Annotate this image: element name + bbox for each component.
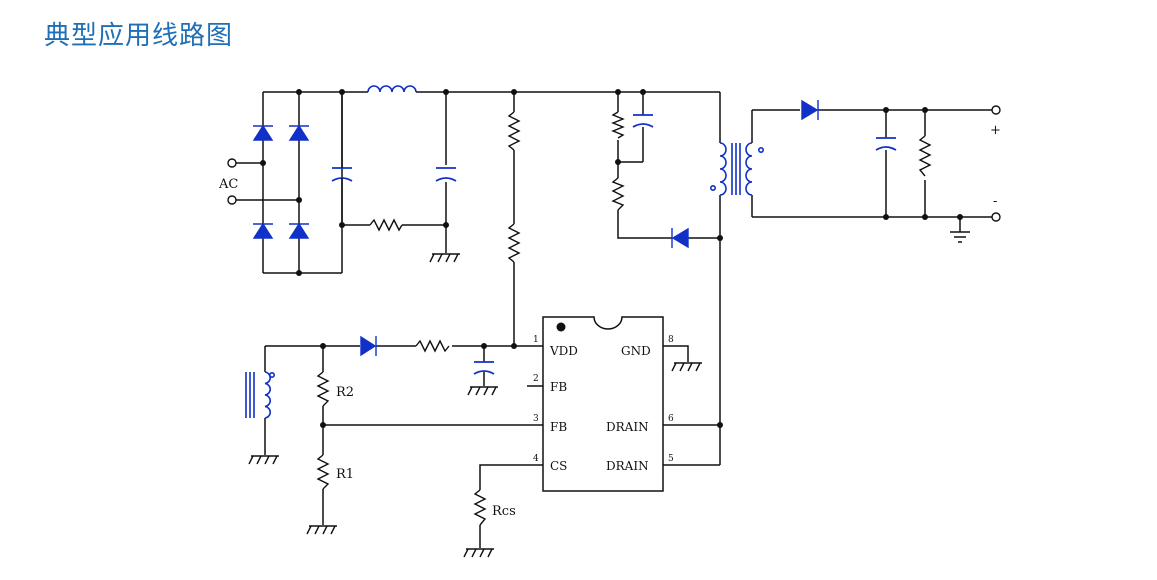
diodes xyxy=(360,99,819,357)
transformer-icon xyxy=(709,142,764,196)
junction-dots xyxy=(260,89,963,428)
pin-number: 8 xyxy=(668,335,674,345)
page-title: 典型应用线路图 xyxy=(44,21,234,51)
resistor-icon xyxy=(415,339,450,353)
ground-icon xyxy=(671,362,703,372)
ground-icon xyxy=(467,386,499,396)
pin-label-fb: FB xyxy=(550,420,567,434)
diode-icon xyxy=(360,335,377,357)
ground-icon xyxy=(306,525,338,535)
diode-icon xyxy=(801,99,819,121)
output-minus-label: - xyxy=(993,194,997,209)
ground-icon xyxy=(463,548,495,558)
resistor-icon xyxy=(473,489,487,526)
resistor-icon xyxy=(918,135,932,177)
capacitor-icon xyxy=(473,361,495,375)
pin-number: 4 xyxy=(533,454,539,464)
capacitor-icon xyxy=(875,137,897,151)
diode-icon xyxy=(288,222,310,239)
resistor-icon xyxy=(611,111,625,139)
bridge-rectifier xyxy=(252,124,310,239)
pin-label-drain: DRAIN xyxy=(606,459,649,473)
resistors xyxy=(316,111,932,526)
pin-number: 2 xyxy=(533,374,539,384)
capacitors xyxy=(331,114,897,375)
output-plus-label: + xyxy=(990,123,1001,138)
resistor-icon xyxy=(507,223,521,263)
filter-inductor-icon xyxy=(367,85,417,93)
controller-ic xyxy=(542,316,664,492)
pin-label-drain: DRAIN xyxy=(606,420,649,434)
pin-label-cs: CS xyxy=(550,459,567,473)
pin-number: 3 xyxy=(533,414,539,424)
diode-icon xyxy=(288,124,310,141)
pin-number: 6 xyxy=(668,414,674,424)
resistor-icon xyxy=(611,177,625,211)
resistor-icon xyxy=(507,111,521,151)
pin-label-vdd: VDD xyxy=(549,344,578,358)
wires xyxy=(236,91,992,548)
ground-symbols xyxy=(248,253,703,558)
rcs-label: Rcs xyxy=(492,504,516,519)
output-terminals xyxy=(991,105,1001,222)
ac-terminals xyxy=(227,158,237,205)
diode-icon xyxy=(252,124,274,141)
ground-icon xyxy=(248,455,280,465)
aux-winding-icon xyxy=(245,371,275,419)
r2-label: R2 xyxy=(336,385,354,400)
pin1-marker-icon xyxy=(556,322,566,332)
diode-icon xyxy=(252,222,274,239)
pin-number: 1 xyxy=(533,335,539,345)
pin-number: 5 xyxy=(668,454,674,464)
resistor-icon xyxy=(369,218,403,232)
pin-label-gnd: GND xyxy=(621,344,651,358)
capacitor-icon xyxy=(435,167,457,182)
ground-icon xyxy=(429,253,461,263)
capacitor-icon xyxy=(632,114,654,128)
diode-icon xyxy=(671,227,689,249)
ac-label: AC xyxy=(218,177,238,192)
pin-label-fb: FB xyxy=(550,380,567,394)
output-ground-icon xyxy=(950,231,970,243)
resistor-icon xyxy=(316,454,330,490)
r1-label: R1 xyxy=(336,467,354,482)
resistor-icon xyxy=(316,371,330,407)
